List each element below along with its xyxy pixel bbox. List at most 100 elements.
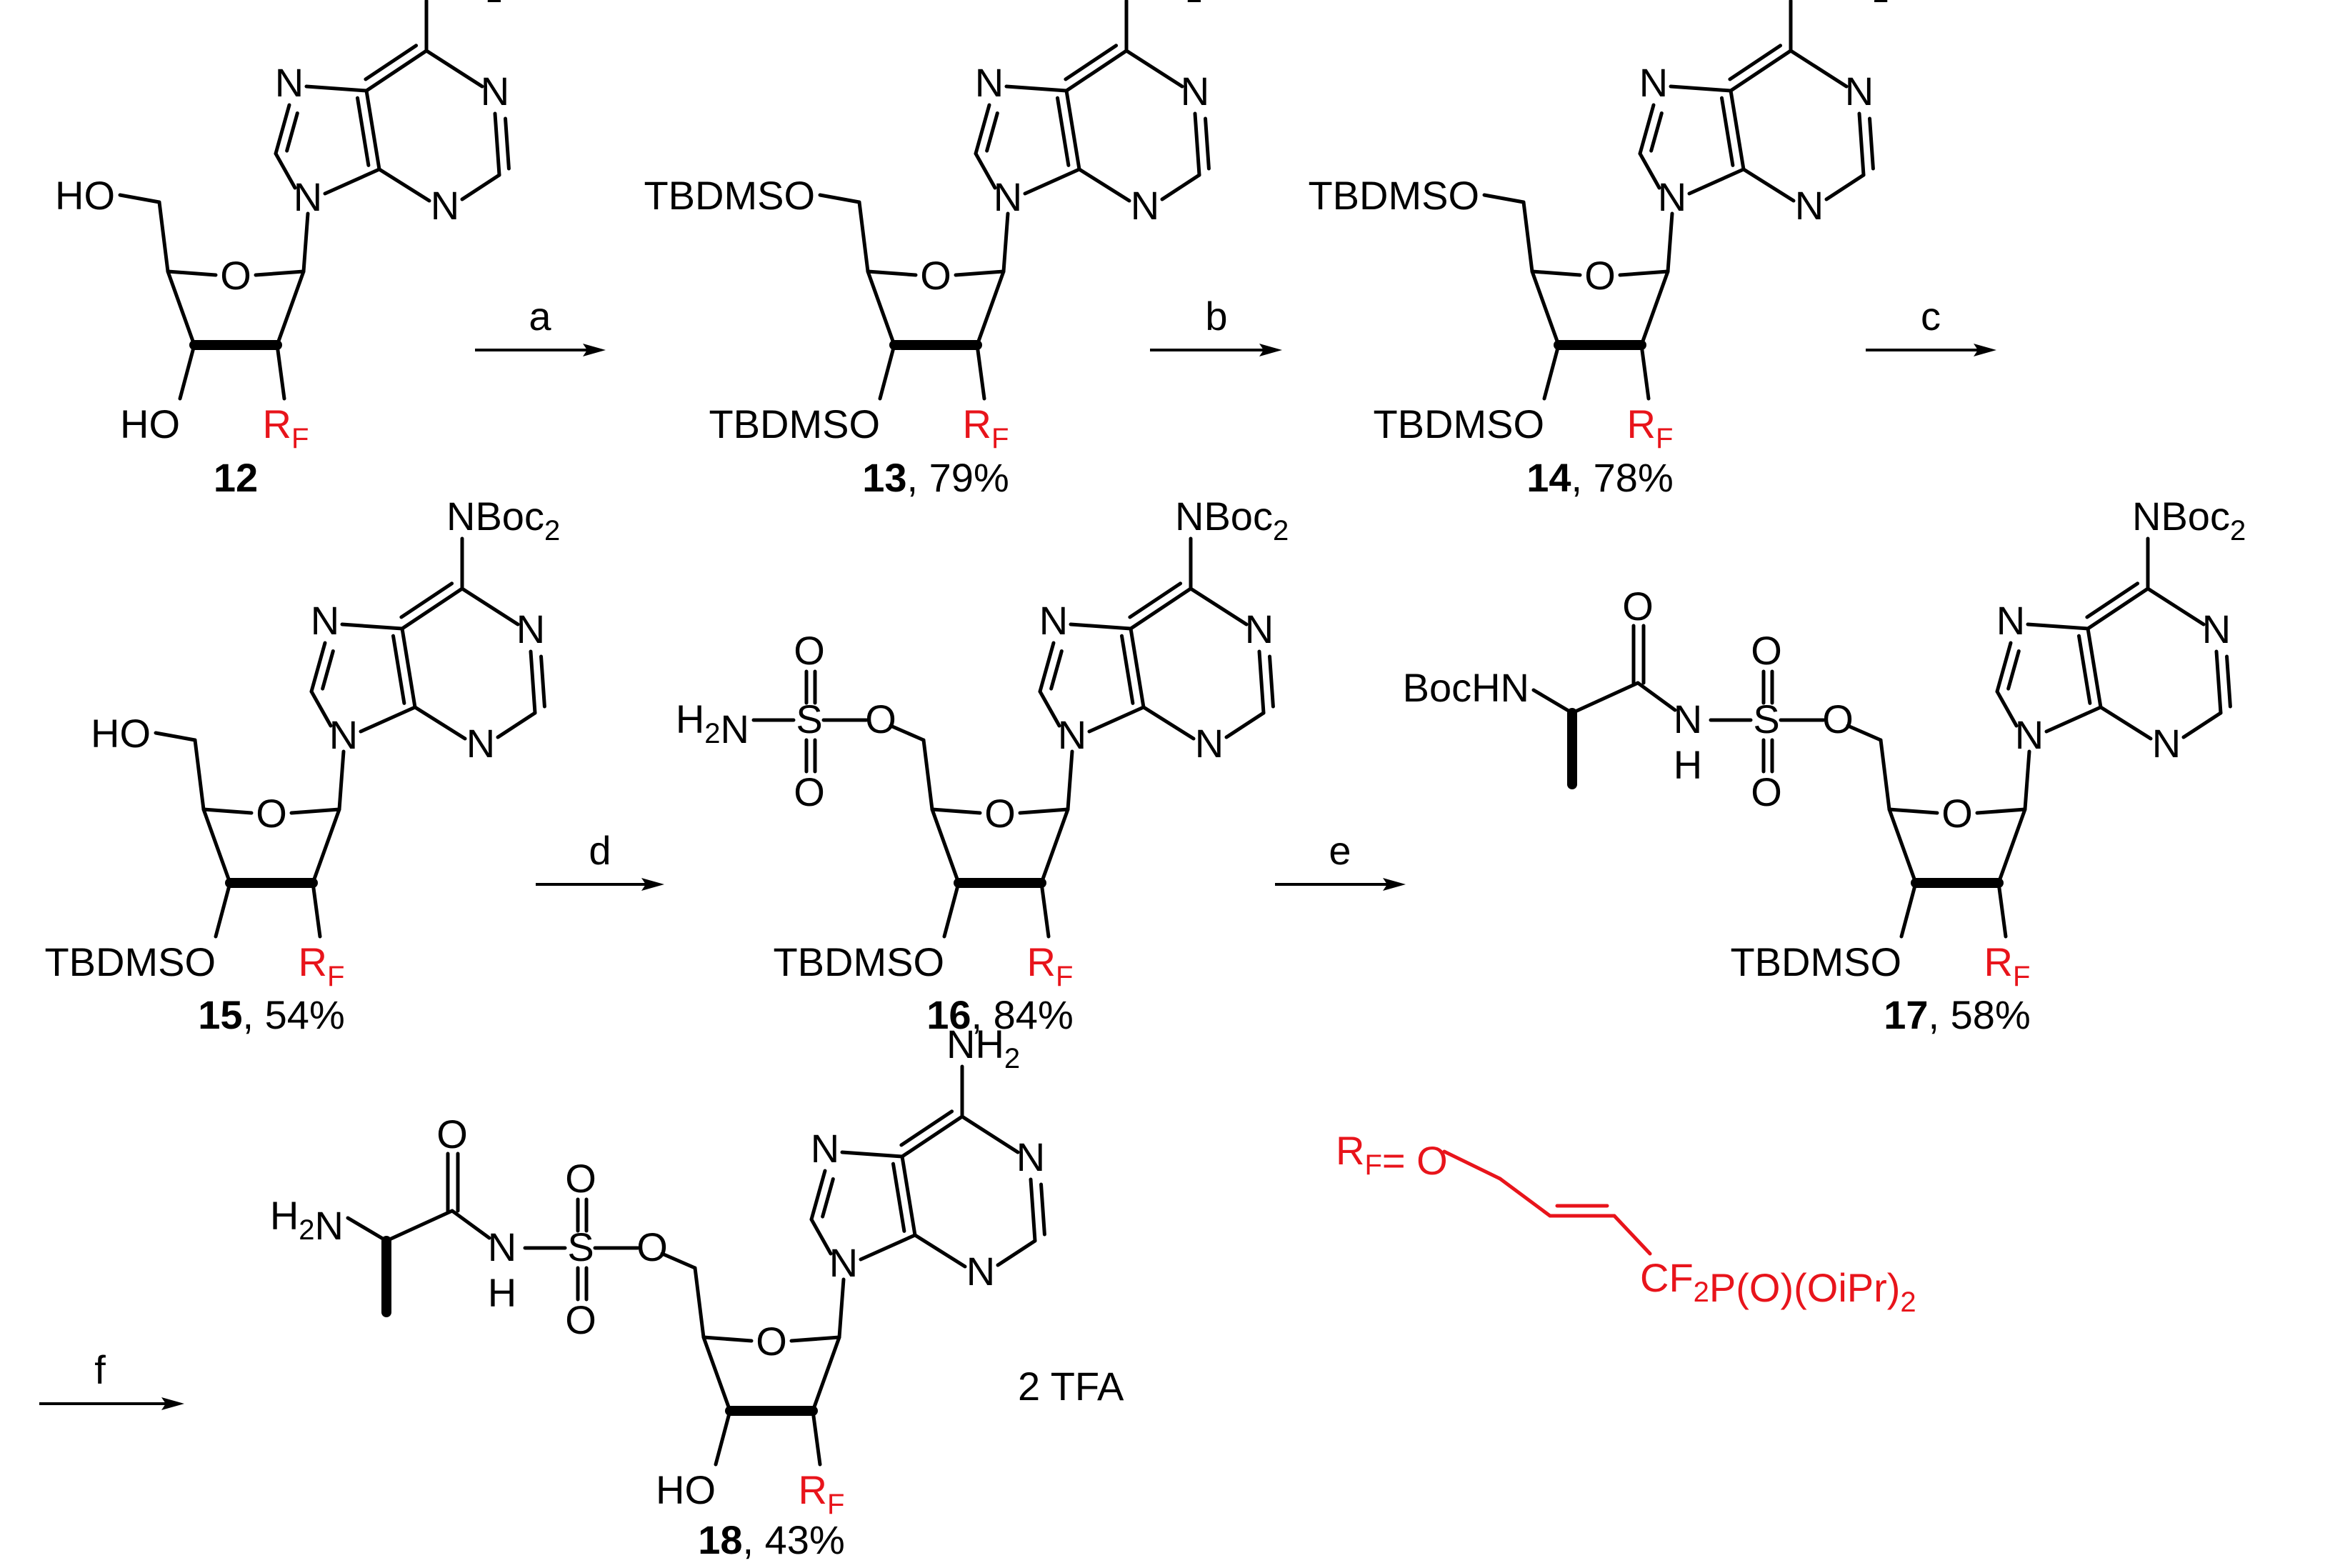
c2-rf-bond <box>1639 343 1651 401</box>
arrowhead <box>161 1397 184 1410</box>
c5-o5-bond <box>1482 193 1526 204</box>
c2-rf-bond <box>811 1409 822 1467</box>
o3-substituent-label: HO <box>656 1467 716 1512</box>
c5-c6-bond-second <box>899 1109 954 1147</box>
c2-c1-bond <box>1639 269 1670 347</box>
sulfur-label: S <box>567 1224 594 1269</box>
carbonyl-calpha-bond <box>384 1209 454 1243</box>
n3-c4-bond <box>413 705 467 741</box>
c3-o3-bond <box>178 343 196 401</box>
c5-c6-bond <box>1064 49 1129 93</box>
c5-c6-bond-second <box>1128 581 1183 619</box>
c5-c4-bond-second <box>2076 634 2092 705</box>
c5-c6-bond <box>1729 49 1793 93</box>
rf-ch2-ch-bond <box>1498 1177 1552 1218</box>
arrowhead <box>1259 344 1282 356</box>
rf-definition-lhs-label: RF= O <box>1336 1128 1448 1183</box>
sulfonyl-o-bottom-label: O <box>794 769 825 814</box>
o5-label: O <box>636 1224 668 1269</box>
c5-o5-bond <box>818 193 861 204</box>
reagent-step-label: e <box>1329 828 1351 873</box>
c6-n1-bond <box>1789 49 1849 89</box>
structures-layer: ONNNNNBz2RFHOHOONNNNNBz2RFTBDMSOTBDMSOON… <box>44 0 2246 1520</box>
arrowhead <box>1974 344 1996 356</box>
n1-c2-bond <box>1857 111 1866 177</box>
c5-c6-bond <box>364 49 429 93</box>
c5-c6-bond-second <box>2085 581 2140 619</box>
sulfonamide-n-label: N <box>1674 696 1702 741</box>
c2-rf-bond <box>311 881 322 939</box>
c1-n9-bond <box>301 211 310 274</box>
c5-c4-bond-second <box>355 96 371 167</box>
ring-oxygen-label: O <box>220 253 251 298</box>
reaction-arrow-b: b <box>1150 294 1282 356</box>
c5-c4-bond <box>400 626 417 709</box>
n1-label: N <box>481 69 509 114</box>
n6-substituent-label: NBoc2 <box>1775 0 1889 9</box>
reaction-arrow-d: d <box>536 828 664 891</box>
o5-label: O <box>865 696 896 741</box>
o5-label: O <box>1822 696 1854 741</box>
n7-label: N <box>1039 598 1068 643</box>
n3-label: N <box>966 1249 995 1294</box>
c5-o5-bond <box>118 193 161 204</box>
ring-o-c4-bond <box>201 807 254 815</box>
n7-label: N <box>1639 60 1668 105</box>
ring-o-c1-bond <box>254 269 306 277</box>
c5-c4-bond-second <box>1719 96 1735 167</box>
carbonyl-o-label: O <box>436 1112 468 1157</box>
compound-18-caption: 18, 43% <box>698 1517 845 1562</box>
c2-c1-bond <box>1996 807 2027 885</box>
carbonyl-calpha-bond <box>1570 681 1640 715</box>
n3-c4-bond <box>1141 705 1196 741</box>
c4-c3-bond <box>1530 269 1561 347</box>
o3-substituent-label: TBDMSO <box>709 401 880 446</box>
c8-n7-bond <box>974 103 991 156</box>
n3-c4-bond <box>913 1233 967 1269</box>
c4-c3-bond <box>930 807 961 885</box>
c2-c1-bond <box>275 269 306 347</box>
n3-c4-bond <box>377 167 431 203</box>
c2-c1-bond <box>811 1335 841 1413</box>
c2-n3-bond <box>1160 173 1201 201</box>
ring-o-c4-bond <box>930 807 982 815</box>
n3-label: N <box>2152 721 2181 766</box>
reaction-arrow-e: e <box>1275 828 1406 891</box>
ring-o-c4-bond <box>866 269 918 277</box>
sulfonyl-o-bottom-label: O <box>1751 769 1782 814</box>
amino-label: H2N <box>270 1193 344 1248</box>
c8-n7-bond-second <box>285 111 299 153</box>
n9-label: N <box>829 1240 858 1285</box>
c3-o3-bond <box>714 1409 732 1467</box>
arrowhead <box>1383 878 1406 891</box>
ring-o-c4-bond <box>701 1335 754 1343</box>
rf-substituent-label: RF <box>1627 401 1674 454</box>
c5-c6-bond <box>1129 586 1193 631</box>
n7-c5-bond <box>1069 622 1133 631</box>
reagent-step-label: a <box>529 294 551 339</box>
n7-c5-bond <box>2026 622 2090 631</box>
n1-c2-bond <box>1257 649 1266 715</box>
c4-c3-bond <box>201 807 232 885</box>
c5-o5-bond <box>1846 724 1883 742</box>
c4-c5-bond <box>193 738 206 812</box>
amino-label: H2N <box>676 696 749 751</box>
c3-o3-bond <box>1899 881 1918 939</box>
c2-c1-bond <box>311 807 341 885</box>
n7-c5-bond <box>1669 84 1733 93</box>
sulfonamide-n-label: N <box>488 1224 516 1269</box>
sulfonyl-o-top-label: O <box>794 628 825 673</box>
c8-n7-bond-second <box>1649 111 1664 153</box>
rf-substituent-label: RF <box>263 401 309 454</box>
n1-c2-bond-second <box>1204 116 1211 171</box>
o5-label: TBDMSO <box>1308 173 1479 218</box>
c6-n1-bond <box>460 586 520 626</box>
n-carbonyl-bond <box>1636 681 1677 712</box>
n9-label: N <box>2015 712 2044 757</box>
n6-substituent-label: NBoc2 <box>446 494 560 546</box>
c5-c4-bond <box>2086 626 2103 709</box>
o3-substituent-label: TBDMSO <box>773 939 944 984</box>
compound-14-structure: ONNNNNBoc2RFTBDMSOTBDMSO <box>1308 0 1889 454</box>
